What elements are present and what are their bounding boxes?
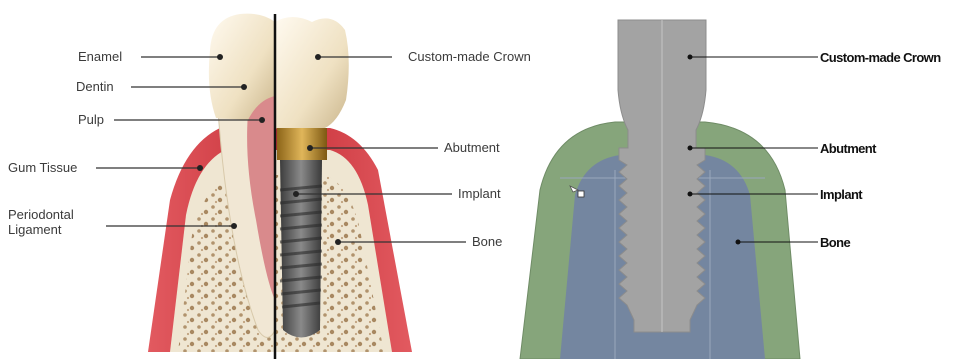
label-pulp: Pulp [78,113,104,127]
abutment-shape [277,128,327,160]
label-enamel: Enamel [78,50,122,64]
label-custom-crown-right: Custom-made Crown [820,50,941,65]
label-abutment-right: Abutment [820,141,876,156]
label-dentin: Dentin [76,80,114,94]
label-implant-left: Implant [458,187,501,201]
label-implant-right: Implant [820,187,862,202]
label-abutment-left: Abutment [444,141,500,155]
custom-crown-shape [275,17,349,130]
label-bone-right: Bone [820,235,850,250]
label-gum-tissue: Gum Tissue [8,161,77,175]
label-ligament: Ligament [8,223,61,237]
label-custom-crown-left: Custom-made Crown [408,50,531,64]
label-bone-left: Bone [472,235,502,249]
label-periodontal: Periodontal [8,208,74,222]
